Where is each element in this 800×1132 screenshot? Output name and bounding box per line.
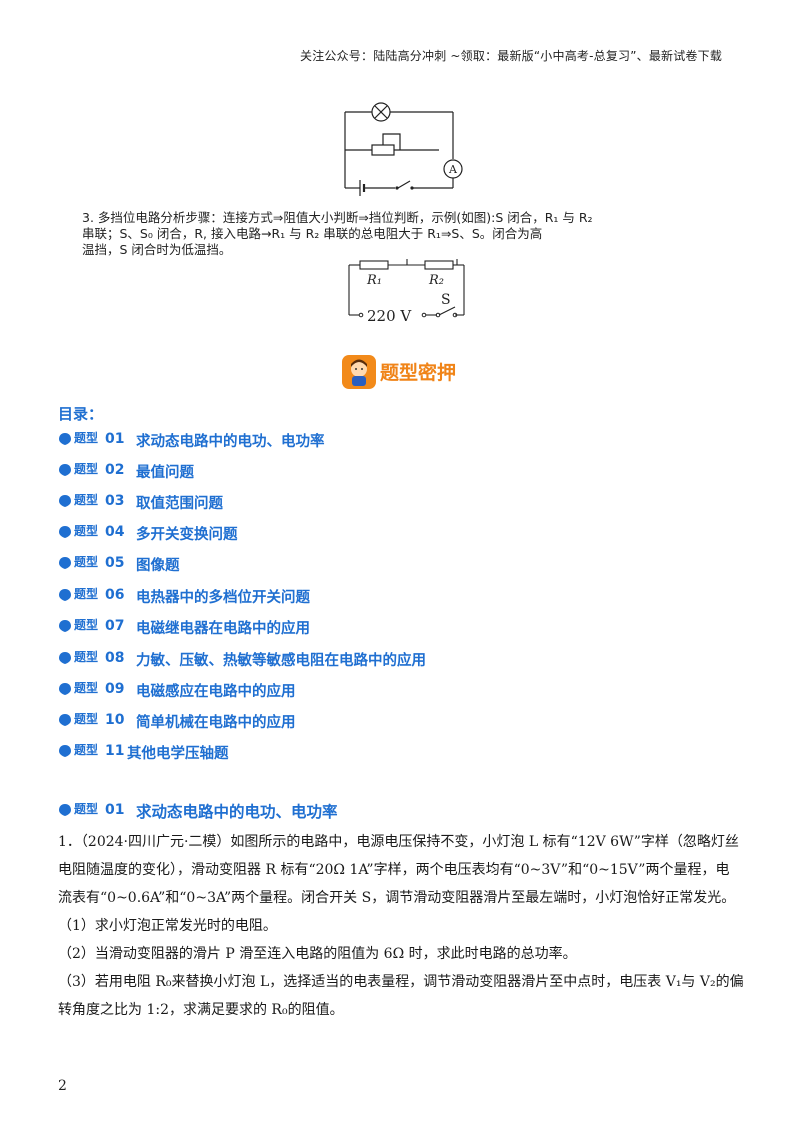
step3-line-3: 温挡，S 闭合时为低温挡。 [82,242,232,257]
toc-item-number: 10 [105,712,125,728]
question-line: 流表有“0~0.6A”和“0~3A”两个量程。闭合开关 S，调节滑动变阻器滑片至… [58,890,736,906]
location-pin-icon [59,652,71,664]
toc-item-number: 09 [105,681,125,697]
step3-line-1: 3. 多挡位电路分析步骤：连接方式⇒阻值大小判断⇒挡位判断，示例(如图):S 闭… [82,210,593,225]
toc-item-prefix: 题型 [74,712,99,726]
r2-label: R₂ [428,273,444,288]
toc-item-label: 电磁继电器在电路中的应用 [136,621,310,637]
question-line: 1．（2024·四川广元·二模）如图所示的电路中，电源电压保持不变，小灯泡 L … [58,834,739,850]
toc-item-label: 求动态电路中的电功、电功率 [136,434,325,450]
question-line: 电阻随温度的变化），滑动变阻器 R 标有“20Ω 1A”字样，两个电压表均有“0… [58,862,730,878]
toc-item-number: 05 [105,555,125,571]
toc-item-label: 电磁感应在电路中的应用 [136,684,296,700]
toc-item-number: 04 [105,524,125,540]
section-banner: 题型密押 [342,355,458,389]
toc-item-label: 取值范围问题 [136,496,223,512]
circuit-diagram-lamp-rheostat: A [344,102,463,196]
step3-line-2: 串联；S、S₀ 闭合，R, 接入电路→R₁ 与 R₂ 串联的总电阻大于 R₁⇒S… [82,226,543,241]
banner-title: 题型密押 [380,362,457,384]
toc-item-prefix: 题型 [74,743,99,757]
toc-item-prefix: 题型 [74,431,99,445]
page-number: 2 [58,1078,67,1094]
section-number: 01 [105,802,125,818]
toc-item-prefix: 题型 [74,618,99,632]
teacher-avatar-icon [342,355,376,389]
toc-item-prefix: 题型 [74,587,99,601]
toc-item-prefix: 题型 [74,555,99,569]
toc-item-number: 03 [105,493,125,509]
section-label: 求动态电路中的电功、电功率 [136,803,338,821]
toc-item-number: 06 [105,587,125,603]
toc-item-label: 多开关变换问题 [136,527,238,543]
location-pin-icon [59,433,71,445]
voltage-label: 220 V [367,307,412,325]
question-1: 1．（2024·四川广元·二模）如图所示的电路中，电源电压保持不变，小灯泡 L … [58,828,748,1024]
circuit-diagram-multi-gear: R₁ R₂ S 220 V [348,259,465,325]
page-header: 关注公众号：陆陆高分冲刺 ~领取：最新版“小中高考-总复习”、最新试卷下载 [300,49,723,63]
toc-item-prefix: 题型 [74,462,99,476]
toc-item-prefix: 题型 [74,524,99,538]
toc-item-label: 最值问题 [136,465,194,481]
location-pin-icon [59,589,71,601]
toc-item-number: 08 [105,650,125,666]
section-prefix: 题型 [74,802,99,816]
location-pin-icon [59,745,71,757]
toc-item-number: 07 [105,618,125,634]
ammeter-label: A [448,163,458,176]
question-part-3: （3）若用电阻 R₀来替换小灯泡 L，选择适当的电表量程，调节滑动变阻器滑片至中… [58,974,744,990]
question-line: 转角度之比为 1:2，求满足要求的 R₀的阻值。 [58,1002,344,1018]
location-pin-icon [59,804,71,816]
location-pin-icon [59,464,71,476]
toc-item-prefix: 题型 [74,650,99,664]
step3-paragraph: 3. 多挡位电路分析步骤：连接方式⇒阻值大小判断⇒挡位判断，示例(如图):S 闭… [82,210,642,258]
r1-label: R₁ [366,273,382,288]
toc-item-number: 02 [105,462,125,478]
toc-title: 目录： [58,405,104,423]
toc-item-label: 简单机械在电路中的应用 [136,715,296,731]
location-pin-icon [59,620,71,632]
switch-label: S [441,292,451,308]
toc-item-prefix: 题型 [74,681,99,695]
toc-item-prefix: 题型 [74,493,99,507]
location-pin-icon [59,495,71,507]
toc-item-number: 01 [105,431,125,447]
toc-item-label: 其他电学压轴题 [127,746,229,762]
location-pin-icon [59,526,71,538]
toc-item-label: 电热器中的多档位开关问题 [136,590,310,606]
toc-item-number: 11 [105,743,125,759]
location-pin-icon [59,683,71,695]
location-pin-icon [59,557,71,569]
question-part-2: （2）当滑动变阻器的滑片 P 滑至连入电路的阻值为 6Ω 时，求此时电路的总功率… [58,946,577,962]
location-pin-icon [59,714,71,726]
toc-item-label: 力敏、压敏、热敏等敏感电阻在电路中的应用 [136,653,426,669]
question-part-1: （1）求小灯泡正常发光时的电阻。 [58,918,277,934]
toc-item-label: 图像题 [136,558,180,574]
